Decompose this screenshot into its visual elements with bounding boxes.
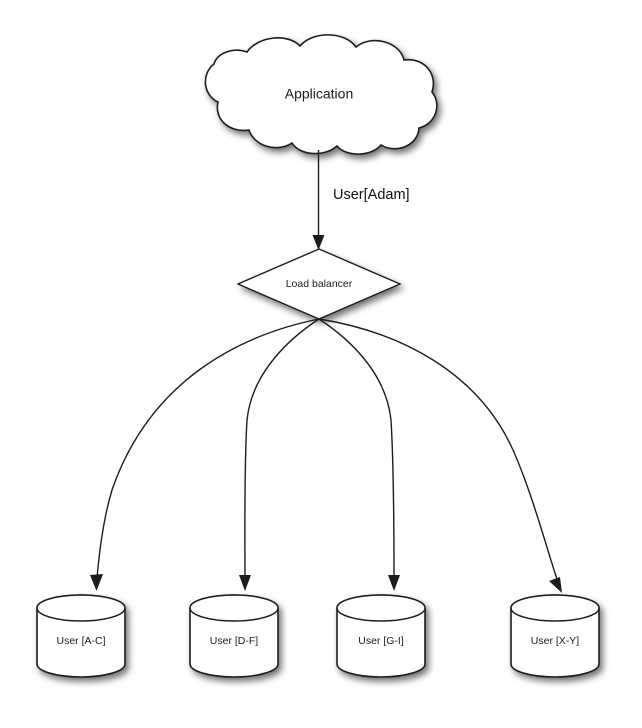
edge-label-user-adam: User[Adam] <box>333 187 410 203</box>
node-application[interactable]: Application <box>204 34 438 155</box>
edge-line-lb-db0 <box>96 318 320 579</box>
edge-line-lb-db1 <box>244 318 320 579</box>
edge-lb-to-db-2 <box>318 318 400 591</box>
edge-application-to-load-balancer: User[Adam] <box>312 150 410 250</box>
edge-lb-to-db-3 <box>318 318 562 593</box>
database-3-top <box>510 594 600 622</box>
arrowhead-lb-db3 <box>549 577 562 593</box>
database-0-label: User [A-C] <box>56 635 105 647</box>
load-balancer-label: Load balancer <box>286 278 353 290</box>
database-1-label: User [D-F] <box>210 635 258 647</box>
database-3-label: User [X-Y] <box>531 635 580 647</box>
arrowhead-app-lb <box>312 235 325 250</box>
node-database-1[interactable]: User [D-F] <box>189 594 279 678</box>
database-2-top <box>336 594 426 622</box>
edge-lb-to-db-0 <box>90 318 320 591</box>
node-database-2[interactable]: User [G-I] <box>336 594 426 678</box>
edge-lb-to-db-1 <box>239 318 320 591</box>
database-1-top <box>189 594 279 622</box>
node-load-balancer[interactable]: Load balancer <box>236 248 402 320</box>
arrowhead-lb-db2 <box>388 575 400 591</box>
database-0-top <box>36 594 126 622</box>
node-database-3[interactable]: User [X-Y] <box>510 594 600 678</box>
arrowhead-lb-db1 <box>239 575 251 591</box>
arrowhead-lb-db0 <box>90 574 103 591</box>
application-label: Application <box>285 86 354 102</box>
database-2-label: User [G-I] <box>358 635 404 647</box>
node-database-0[interactable]: User [A-C] <box>36 594 126 678</box>
edge-line-lb-db2 <box>318 318 395 579</box>
edge-line-lb-db3 <box>318 318 559 583</box>
